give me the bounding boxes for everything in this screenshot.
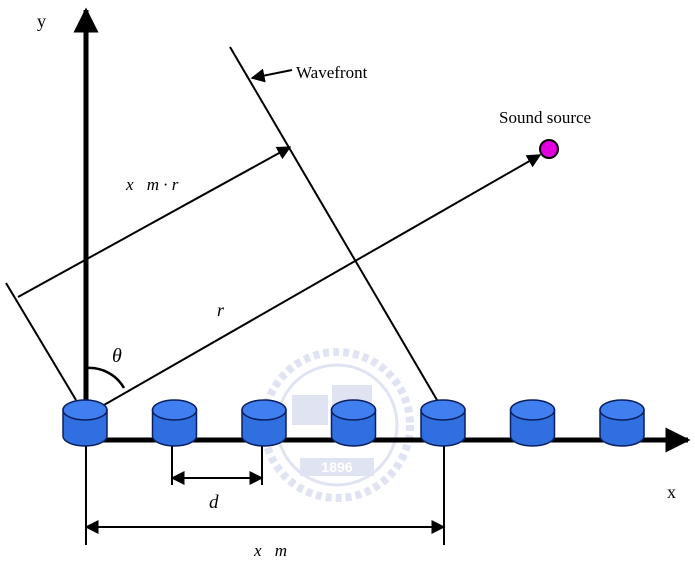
theta-label: θ	[112, 345, 122, 367]
cylinder-microphone-icon	[599, 399, 645, 447]
origin-wavefront-line	[5, 282, 77, 401]
spacing-label: d	[209, 492, 219, 513]
wavefront-line	[229, 46, 438, 401]
university-seal-watermark: 1896	[260, 348, 414, 502]
projection-label: x⃗m · r⃗	[125, 175, 192, 194]
projection-arrow	[17, 146, 292, 298]
x-axis-label: x	[667, 482, 676, 502]
cylinder-microphone-icon	[241, 399, 287, 447]
watermark-year: 1896	[321, 459, 352, 475]
y-axis-label: y	[37, 11, 46, 31]
cylinder-microphone-icon	[62, 399, 108, 447]
microphone-array	[62, 399, 645, 447]
r-vector-arrow	[103, 154, 542, 406]
cylinder-microphone-icon	[330, 399, 377, 447]
cylinder-microphone-icon	[420, 399, 466, 447]
wavefront-pointer	[250, 68, 293, 83]
sound-source-label: Sound source	[499, 108, 591, 127]
theta-arc	[85, 366, 126, 389]
r-vector-label: r⃗	[217, 300, 238, 320]
xm-vector-label: x⃗m	[253, 541, 287, 560]
sound-source-dot-icon	[539, 139, 559, 159]
wavefront-label: Wavefront	[296, 63, 368, 82]
cylinder-microphone-icon	[151, 399, 198, 447]
cylinder-microphone-icon	[509, 399, 556, 447]
